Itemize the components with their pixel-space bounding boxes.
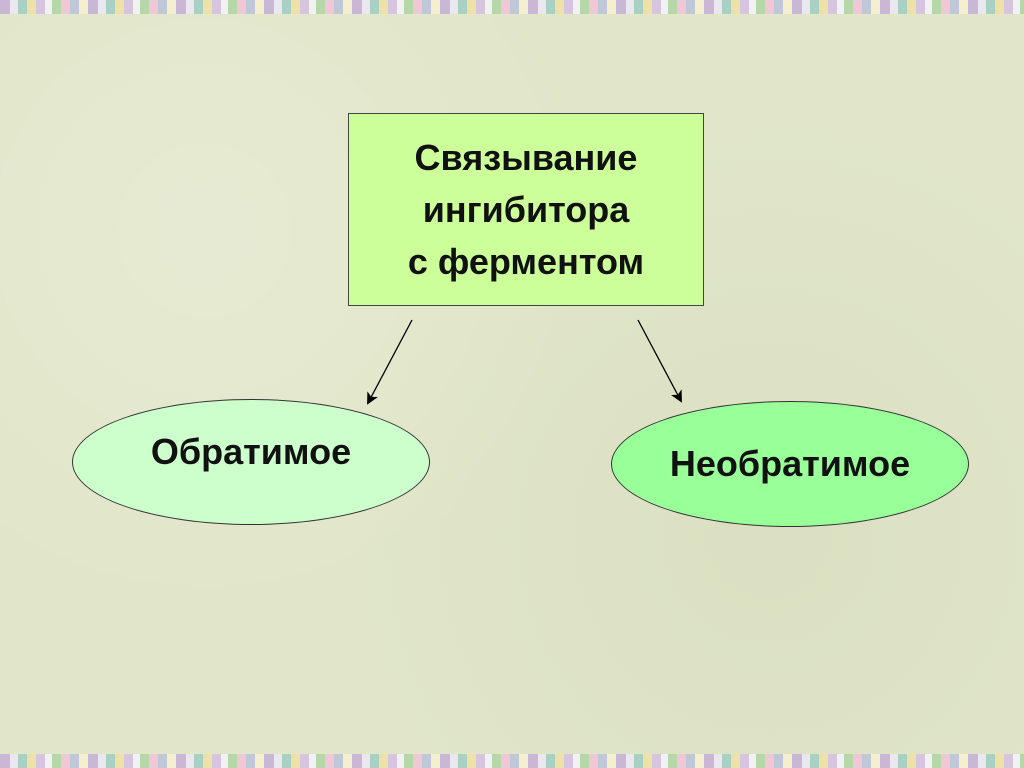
arrow-to-irreversible — [637, 319, 682, 403]
decorative-border-bottom — [0, 754, 1024, 768]
root-node-label: Связывание ингибитора с ферментом — [407, 136, 645, 282]
reversible-node-label: Обратимое — [150, 431, 352, 472]
irreversible-node-label: Необратимое — [669, 443, 911, 484]
irreversible-node-ellipse: Необратимое — [611, 401, 969, 527]
reversible-node-ellipse: Обратимое — [72, 399, 430, 525]
arrow-to-reversible — [367, 319, 413, 405]
decorative-border-top — [0, 0, 1024, 14]
root-node-box: Связывание ингибитора с ферментом — [348, 113, 704, 306]
